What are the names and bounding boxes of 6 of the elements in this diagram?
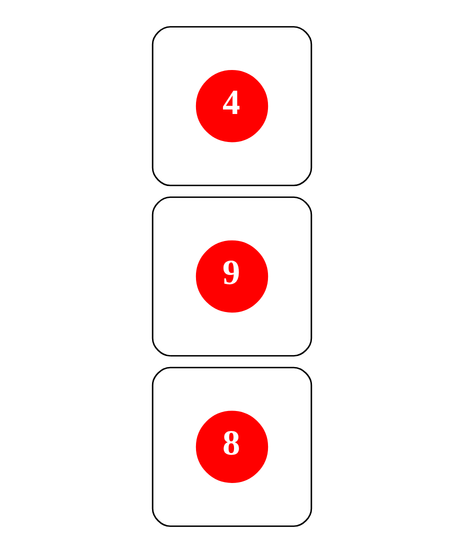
cluster xyxy=(152,26,312,186)
cluster xyxy=(152,196,312,357)
node-circle: 8 xyxy=(196,410,268,483)
node-circle: 4 xyxy=(196,70,268,142)
cluster xyxy=(152,366,312,527)
node-circle: 9 xyxy=(196,240,268,313)
